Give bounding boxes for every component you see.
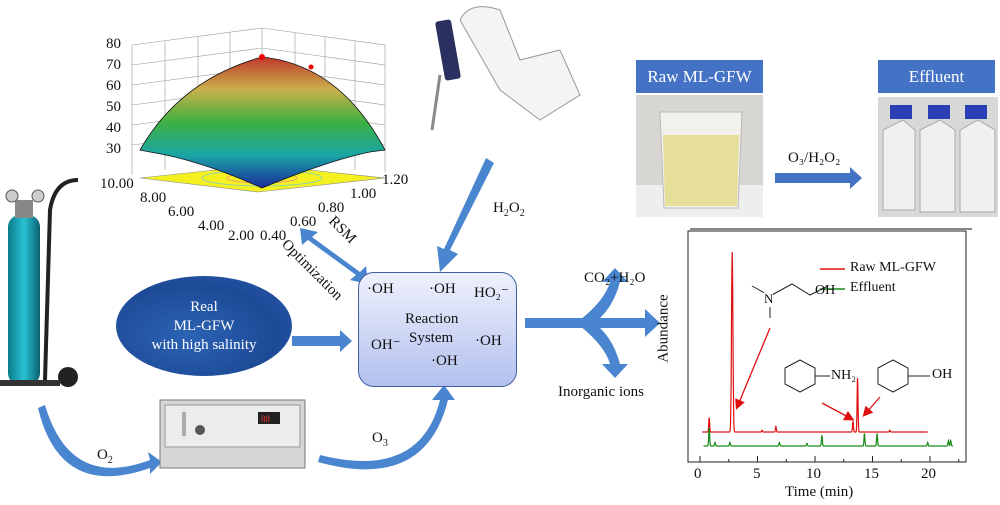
x-tick: 6.00 bbox=[168, 204, 195, 220]
o3-arrow bbox=[318, 385, 455, 470]
x-tick-label: 5 bbox=[753, 466, 761, 482]
series-line-effluent bbox=[703, 427, 953, 447]
species: HO₂⁻ bbox=[474, 285, 509, 301]
o3-label: O3 bbox=[372, 430, 388, 449]
legend-raw: Raw ML-GFW bbox=[850, 260, 936, 275]
species: ·OH bbox=[429, 281, 456, 297]
effluent-photo bbox=[878, 97, 998, 217]
product-fork-arrow bbox=[525, 268, 660, 378]
plot-frame bbox=[687, 230, 967, 463]
design-point bbox=[259, 54, 265, 60]
y-tick: 1.20 bbox=[382, 172, 409, 188]
effluent-label: Effluent bbox=[878, 60, 995, 93]
feed-line: with high salinity bbox=[151, 336, 257, 353]
process-arrow bbox=[775, 167, 862, 189]
rsm-3d-plot bbox=[131, 27, 386, 193]
z-tick: 80 bbox=[106, 36, 121, 52]
x-tick-label: 0 bbox=[694, 466, 702, 482]
legend-effluent: Effluent bbox=[850, 280, 896, 295]
reaction-title: Reaction bbox=[405, 311, 459, 327]
co2-h2o-label: CO₂+H₂O bbox=[584, 270, 646, 286]
x-tick: 10.00 bbox=[100, 176, 134, 192]
z-tick: 30 bbox=[106, 141, 121, 157]
reaction-title: System bbox=[409, 330, 454, 346]
feed-line: Real bbox=[190, 298, 218, 315]
species: OH⁻ bbox=[371, 337, 401, 353]
svg-text:88: 88 bbox=[261, 414, 271, 424]
raw-photo bbox=[636, 95, 763, 217]
z-tick: 60 bbox=[106, 78, 121, 94]
species: ·OH bbox=[475, 333, 502, 349]
reaction-system-box: ·OH ·OH HO₂⁻ Reaction System OH⁻ ·OH ·OH bbox=[358, 272, 517, 387]
design-point bbox=[308, 64, 314, 70]
x-tick-label: 15 bbox=[864, 466, 879, 482]
y-tick: 0.80 bbox=[318, 200, 345, 216]
series-line-raw bbox=[702, 251, 928, 433]
h2o2-label: H2O2 bbox=[493, 200, 525, 219]
x-tick: 4.00 bbox=[198, 218, 225, 234]
aniline-structure bbox=[784, 359, 816, 393]
feed-line: ML-GFW bbox=[173, 317, 235, 334]
dmea-oh-label: OH bbox=[815, 283, 836, 298]
feed-arrow bbox=[292, 330, 352, 352]
z-tick: 50 bbox=[106, 99, 121, 115]
inorganic-ions-label: Inorganic ions bbox=[558, 384, 644, 400]
y-axis-label: Abundance bbox=[655, 294, 672, 363]
x-tick: 8.00 bbox=[140, 190, 167, 206]
o2-label: O2 bbox=[97, 447, 113, 466]
raw-label: Raw ML-GFW bbox=[636, 60, 763, 93]
z-tick: 40 bbox=[106, 120, 121, 136]
y-tick: 0.40 bbox=[260, 228, 287, 244]
x-tick: 2.00 bbox=[228, 228, 255, 244]
dmea-n-label: N bbox=[764, 291, 774, 307]
species: ·OH bbox=[367, 281, 394, 297]
rsm-double-arrow bbox=[300, 228, 368, 284]
ozone-generator-icon: 88 bbox=[159, 399, 306, 469]
o2-arrow bbox=[38, 405, 162, 477]
pipette-icon bbox=[430, 6, 581, 131]
response-surface bbox=[139, 56, 386, 189]
z-tick: 70 bbox=[106, 57, 121, 73]
x-axis-label: Time (min) bbox=[785, 484, 854, 500]
phenol-structure bbox=[877, 359, 909, 393]
y-tick: 0.60 bbox=[290, 214, 317, 230]
x-tick-label: 20 bbox=[921, 466, 936, 482]
process-label: O₃/H₂O₂ bbox=[788, 150, 841, 166]
feed-wastewater-ellipse: Real ML-GFW with high salinity bbox=[116, 276, 292, 376]
species: ·OH bbox=[431, 353, 458, 369]
x-tick-label: 10 bbox=[806, 466, 821, 482]
oxygen-cylinder-icon bbox=[0, 178, 79, 387]
h2o2-arrow bbox=[437, 158, 494, 272]
phenol-oh-label: OH bbox=[932, 367, 953, 382]
nh2-label: NH₂ bbox=[831, 368, 857, 383]
y-tick: 1.00 bbox=[350, 186, 377, 202]
